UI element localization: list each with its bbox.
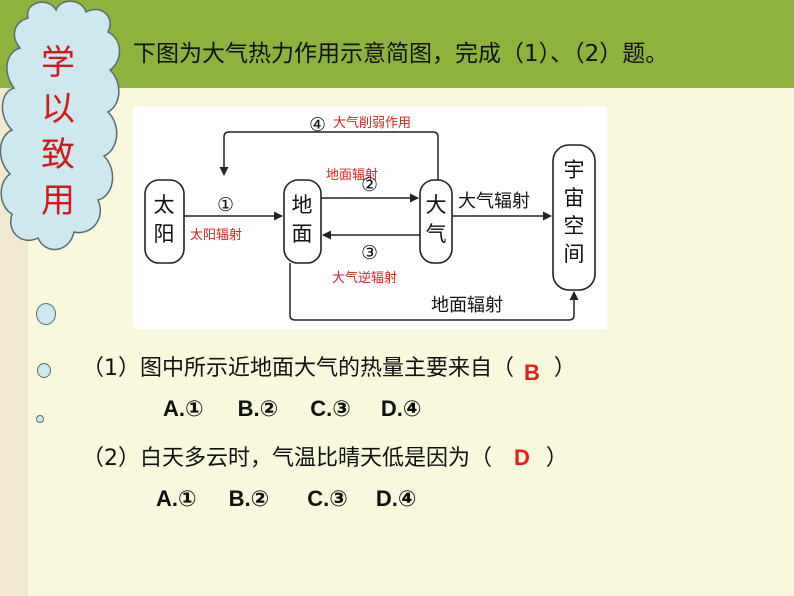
choice-c[interactable]: C.③ (307, 486, 348, 511)
thought-bubble-small (36, 415, 44, 423)
ground-box (283, 179, 322, 264)
space-label-2: 宙 (564, 186, 585, 210)
question-1-choices: A.① B.② C.③ D.④ (163, 396, 422, 422)
question-2-choices: A.① B.② C.③ D.④ (156, 486, 417, 512)
weakening-arrow (219, 131, 439, 180)
solar-radiation-label: 太阳辐射 (190, 227, 242, 243)
counter-radiation-label: 大气逆辐射 (332, 270, 397, 286)
atmosphere-label-2: 气 (426, 222, 447, 246)
question-1-text: （1）图中所示近地面大气的热量主要来自（ (82, 356, 514, 381)
question-2-text: （2）白天多云时，气温比晴天低是因为（ (82, 446, 492, 471)
question-1: （1）图中所示近地面大气的热量主要来自（ B ） (82, 350, 576, 385)
choice-d[interactable]: D.④ (380, 396, 422, 421)
sun-box (144, 179, 185, 264)
ground-radiation-label: 地面辐射 (326, 167, 378, 183)
choice-c[interactable]: C.③ (310, 396, 351, 421)
weakening-label: 大气削弱作用 (333, 115, 411, 131)
cloud-badge: 学 以 致 用 (0, 0, 128, 280)
space-label-3: 空 (564, 214, 585, 238)
question-1-close: ） (553, 356, 576, 381)
title-char: 用 (41, 181, 75, 221)
sun-label-2: 阳 (154, 222, 175, 246)
atmosphere-box (419, 179, 453, 264)
thought-bubble-large (36, 303, 56, 325)
ground-to-space-label: 地面辐射 (431, 295, 503, 316)
num-2-marker: ② (361, 174, 378, 196)
num-1-marker: ① (217, 194, 234, 216)
question-2: （2）白天多云时，气温比晴天低是因为（ D ） (82, 440, 568, 472)
header-bar (0, 0, 794, 88)
header-instruction: 下图为大气热力作用示意简图，完成（1）、（2）题。 (133, 41, 669, 67)
atmosphere-label-1: 大 (426, 193, 447, 217)
title-char: 学 (41, 43, 75, 83)
ground-label-2: 面 (292, 222, 313, 246)
sun-label-1: 太 (154, 193, 175, 217)
choice-a[interactable]: A.① (156, 486, 197, 511)
space-label-1: 宇 (564, 158, 585, 182)
space-box (552, 144, 596, 291)
question-2-answer: D (514, 445, 530, 470)
question-2-close: ） (545, 446, 568, 471)
atmos-radiation-label: 大气辐射 (458, 191, 530, 212)
ground-to-space-arrow (289, 263, 579, 321)
cloud-title: 学 以 致 用 (36, 40, 80, 224)
ground-label-1: 地 (292, 193, 313, 217)
diagram-svg: 太 阳 地 面 大 气 宇 宙 空 间 大气削弱作用 地面辐射 太阳辐射 大气逆… (144, 114, 596, 321)
choice-d[interactable]: D.④ (375, 486, 417, 511)
choice-a[interactable]: A.① (163, 396, 204, 421)
num-4-marker: ④ (309, 114, 326, 136)
title-char: 以 (41, 89, 75, 129)
choice-b[interactable]: B.② (237, 396, 279, 421)
question-1-answer: B (524, 360, 540, 385)
cloud-shape (0, 0, 121, 251)
space-label-4: 间 (564, 242, 585, 266)
thought-bubble-medium (37, 363, 51, 378)
num-3-marker: ③ (361, 242, 378, 264)
atmosphere-heat-diagram: 太 阳 地 面 大 气 宇 宙 空 间 大气削弱作用 地面辐射 太阳辐射 大气逆… (133, 107, 607, 329)
choice-b[interactable]: B.② (228, 486, 270, 511)
title-char: 致 (41, 135, 75, 175)
